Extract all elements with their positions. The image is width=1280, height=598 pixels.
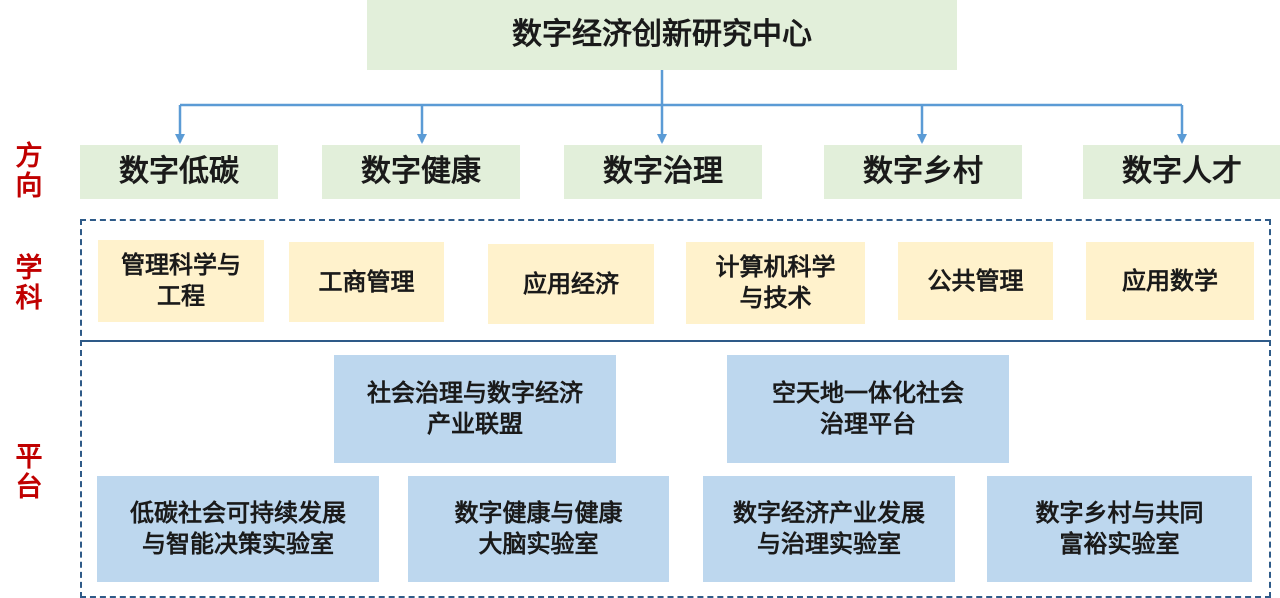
section-divider — [80, 340, 1271, 342]
platform-box: 社会治理与数字经济 产业联盟 — [334, 355, 616, 463]
direction-box: 数字乡村 — [824, 145, 1022, 199]
platform-box: 数字健康与健康 大脑实验室 — [408, 476, 669, 582]
direction-box: 数字治理 — [564, 145, 762, 199]
platform-box: 数字经济产业发展 与治理实验室 — [703, 476, 955, 582]
direction-box: 数字人才 — [1083, 145, 1280, 199]
discipline-box: 应用经济 — [488, 244, 654, 324]
side-label-direction: 方 向 — [15, 141, 43, 202]
discipline-box: 管理科学与 工程 — [98, 240, 264, 322]
dashed-frame — [80, 219, 1271, 598]
side-label-platform: 平 台 — [15, 442, 43, 503]
platform-box: 数字乡村与共同 富裕实验室 — [987, 476, 1252, 582]
platform-box: 低碳社会可持续发展 与智能决策实验室 — [97, 476, 379, 582]
discipline-box: 工商管理 — [289, 242, 444, 322]
platform-box: 空天地一体化社会 治理平台 — [727, 355, 1009, 463]
direction-box: 数字健康 — [322, 145, 520, 199]
discipline-box: 应用数学 — [1086, 242, 1254, 320]
discipline-box: 计算机科学 与技术 — [686, 242, 865, 324]
side-label-discipline: 学 科 — [15, 253, 43, 314]
center-title: 数字经济创新研究中心 — [367, 0, 957, 70]
direction-box: 数字低碳 — [80, 145, 278, 199]
discipline-box: 公共管理 — [898, 242, 1053, 320]
